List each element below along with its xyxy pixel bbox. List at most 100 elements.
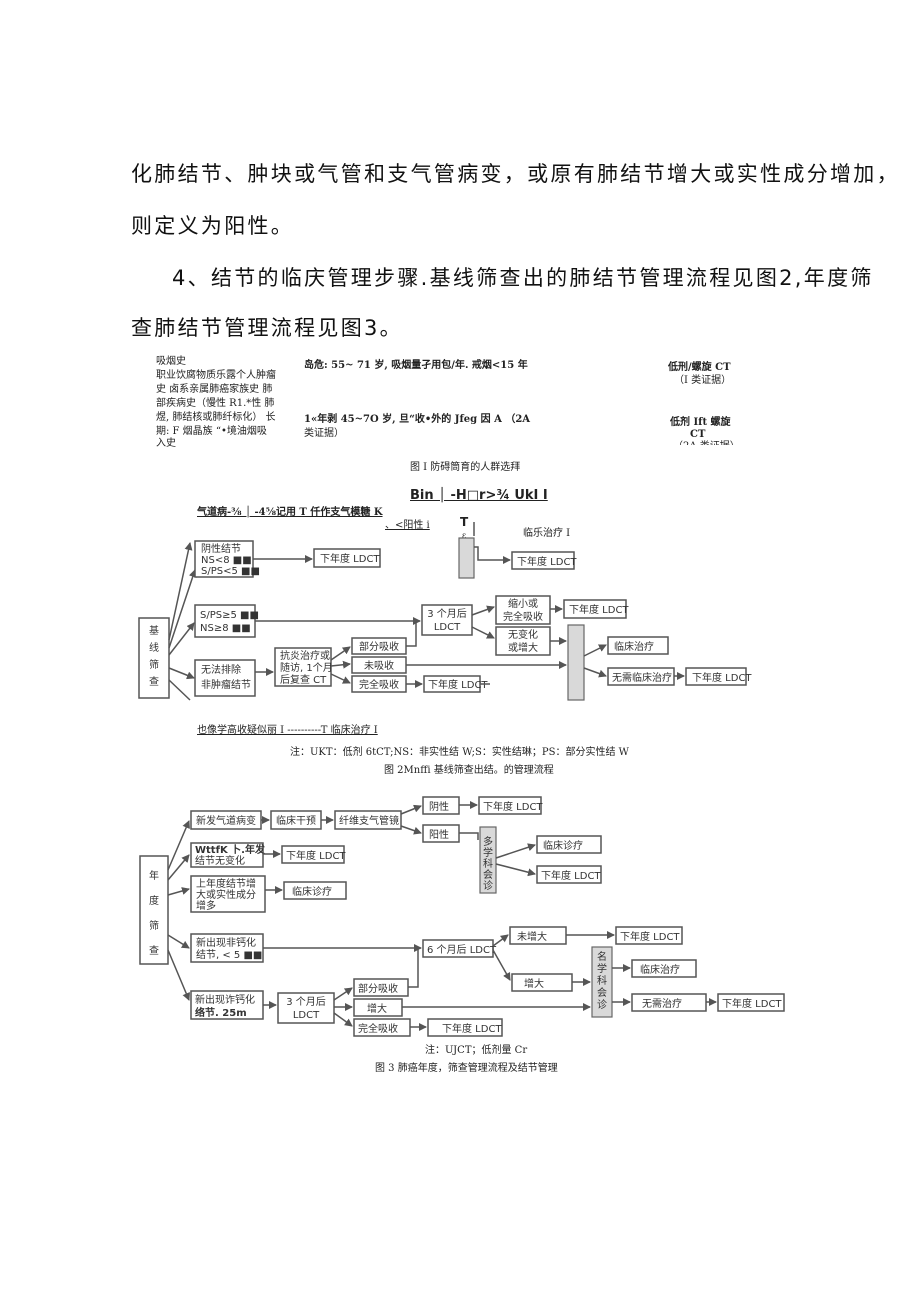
fig2-upper-shade: [458, 537, 475, 579]
fig3-clinic2-box: [283, 881, 347, 900]
fig1-right-1b: （I 类证据）: [674, 375, 732, 386]
fig3-row2-0: WttfK 卜.年发: [195, 843, 266, 856]
fig2-top-garble: Bin │ -H□r>¾ UkI I: [410, 488, 548, 503]
fig2-diagram: 基 线 筛 查 阴性结节 NS<8 ■■ S/PS<5 ■■ 下年度 LDCT …: [138, 522, 752, 701]
fig2-pos-label: 、<阳性 i: [385, 520, 430, 531]
fig3-mdt2-1: 学: [597, 962, 607, 975]
fig2-start-0: 基: [149, 624, 159, 637]
fig1-left-3: 部疾病史（慢性 R1.*性 肺: [156, 398, 275, 409]
fig3-ny-6-text: 下年度 LDCT: [442, 1022, 502, 1035]
fig3-bronch-box: [334, 810, 402, 830]
fig3-3m-0: 3 个月后: [286, 996, 326, 1008]
fig3-notreat: 无需治疗: [642, 997, 682, 1010]
fig2-anti-0: 抗炎治疗或: [280, 649, 330, 662]
fig2-neg-0: 阴性结节: [201, 542, 241, 555]
fig3-6month: 6 个月后 LDCT: [427, 944, 497, 956]
fig1-left-0: 吸烟史: [156, 356, 186, 367]
fig3-airway: 新发气道病变: [196, 814, 256, 827]
fig2-cannot-1: 非肿瘤结节: [201, 678, 251, 691]
fig3-row2-1: 结节无变化: [195, 854, 245, 867]
fig2-e-label: ε: [462, 531, 467, 540]
fig3-ny-2-text: 下年度 LDCT: [541, 869, 601, 882]
fig1-right-2c: （2A 类证据）: [673, 440, 740, 445]
fig3-row5-0: 新出现诈钙化: [195, 993, 255, 1006]
fig3-clinic: 临床诊疗: [543, 839, 583, 852]
fig3-treat-box: [631, 959, 697, 978]
fig3-ny-1-text: 下年度 LDCT: [483, 800, 543, 813]
fig3-row5-box: [190, 990, 264, 1020]
fig2-start-3: 查: [149, 675, 159, 688]
fig1-left-4: 煜, 肺结核或肺纤标化） 长: [156, 412, 276, 423]
fig3-mdt1-bar: [479, 826, 497, 894]
fig2-ny-4: [685, 667, 747, 686]
fig2-mdt-bar: [567, 624, 585, 701]
fig2-bottom-line: 也像学高收疑似丽 I ----------T 临床治疗 I: [197, 725, 378, 736]
fig1-mid-2b: 类证据）: [304, 428, 344, 439]
fig1-caption: 图 I 防碍筒育的人群选拜: [410, 462, 521, 473]
fig1-right-1a: 低刑/螺旋 CT: [668, 362, 731, 373]
fig2-shrink-1: 完全吸收: [503, 610, 543, 623]
fig3-row5-1: 络节. 25m: [195, 1006, 247, 1019]
fig3-mdt-2: 科: [483, 857, 493, 870]
fig3-neg: 阴性: [429, 800, 449, 813]
fig3-row2-box: [190, 842, 264, 868]
fig2-start-box: [138, 617, 170, 699]
paragraph-line-2: 则定义为阳性。: [131, 214, 295, 238]
fig2-clinical-box: [607, 636, 669, 655]
fig2-mid-1: NS≥8 ■■: [200, 623, 251, 634]
fig3-mdt2-0: 名: [597, 950, 607, 963]
fig3-3month-box: [277, 992, 335, 1024]
fig2-neg-1: NS<8 ■■: [201, 555, 252, 566]
fig3-treat: 临床治疗: [640, 963, 680, 976]
fig3-mdt2-2: 科: [597, 974, 607, 987]
fig3-mdt2-4: 诊: [597, 998, 607, 1011]
fig3-note: 注：UJCT；低剂量 Cr: [425, 1045, 528, 1056]
fig3-enl: 增大: [524, 977, 544, 990]
fig2-ny-2: [563, 599, 627, 619]
fig3-start-1: 度: [149, 894, 159, 907]
fig3-start-0: 年: [149, 869, 159, 882]
fig3-mdt-3: 会: [483, 868, 493, 881]
fig2-unch-1: 或增大: [508, 641, 538, 654]
fig2-3m-1: LDCT: [434, 622, 461, 633]
fig3-mdt2-3: 会: [597, 986, 607, 999]
fig2-start-2: 筛: [149, 658, 159, 671]
fig2-cannot-0: 无法排除: [201, 663, 241, 676]
fig2-ny-5-text: 下年度 LDCT: [517, 555, 577, 568]
fig2-mid-box: [194, 604, 256, 638]
fig3-row3-2: 增多: [196, 899, 216, 912]
fig3-ny-6: [427, 1018, 503, 1037]
fig3-notenl: 未增大: [517, 930, 547, 943]
fig3-start-2: 筛: [149, 919, 159, 932]
fig3-diagram: 年 度 筛 查 新发气道病变 临床干预 纤维支气管镜 阴性 下年度 LDCT 阳…: [139, 796, 785, 1037]
fig2-ny-1-text: 下年度 LDCT: [320, 552, 380, 565]
fig2-complete: 完全吸收: [359, 678, 399, 691]
fig2-start-1: 线: [149, 641, 159, 654]
fig2-top-line: 气道病-⅜ │ -4⅝记用 T 仟作支气模糖 K: [197, 507, 383, 518]
fig3-caption: 图 3 肺癌年度，筛查管理流程及结节管理: [375, 1063, 558, 1074]
fig3-row4-0: 新出现非钙化: [196, 936, 256, 949]
fig3-bronch: 纤维支气管镜: [339, 814, 399, 827]
fig2-anti-2: 后复查 CT: [280, 673, 327, 686]
fig2-3month-box: [421, 604, 473, 636]
fig3-pos: 阳性: [429, 828, 449, 841]
fig3-row3-box: [190, 875, 266, 913]
fig3-intervene: 临床干预: [276, 814, 316, 827]
paragraph-line-4: 查肺结节管理流程见图3。: [131, 316, 403, 340]
fig3-complete: 完全吸收: [358, 1022, 398, 1035]
fig3-ny-4: [615, 926, 683, 945]
fig3-6month-box: [422, 939, 494, 958]
fig2-clinical: 临床治疗: [614, 640, 654, 653]
fig1-left-1: 职业饮腐物质乐露个人肿瘤: [156, 370, 276, 381]
fig3-start-3: 查: [149, 944, 159, 957]
paragraph-line-1: 化肺结节、肿块或气管和支气管病变，或原有肺结节增大或实性成分增加，: [131, 162, 900, 186]
fig3-enl2: 增大: [367, 1002, 387, 1015]
fig3-ny-5-text: 下年度 LDCT: [722, 997, 782, 1010]
fig1-right-2a: 低剂 Ift 螺旋: [670, 417, 731, 428]
fig2-shrink-0: 缩小或: [508, 597, 538, 610]
fig3-start-box: [139, 855, 169, 965]
fig3-partial: 部分吸收: [358, 982, 398, 995]
fig2-ny-2-text: 下年度 LDCT: [569, 603, 629, 616]
fig2-ny-1: [313, 548, 381, 568]
